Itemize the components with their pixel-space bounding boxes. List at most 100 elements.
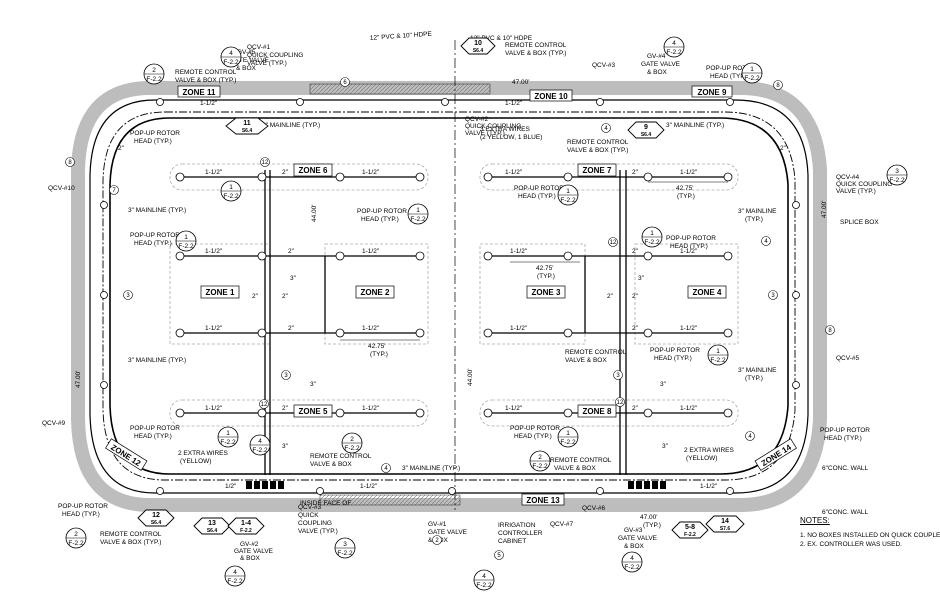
hex-detail-number: 12 [152, 512, 160, 519]
remote-control-callout: VALVE & BOX (TYP.) [505, 50, 566, 57]
spacing-dim: 44.00' [467, 368, 474, 386]
pipe-label: 1-1/2" [205, 325, 223, 332]
pipe-label: 1-1/2" [505, 169, 523, 176]
qcv-callout: QUICK COUPLING [465, 123, 521, 130]
valve-manifold-left [246, 481, 284, 489]
gate-valve-callout: GV-#4 [647, 53, 666, 60]
conc-wall-label: 6"CONC. WALL [822, 509, 869, 516]
detail-ref-sheet: F-2.2 [146, 76, 162, 83]
qcv-callout: VALVE (TYP.) [465, 130, 505, 137]
extra-wires-callout: 2 EXTRA WIRES [178, 450, 229, 457]
circled-numeral: 3 [126, 293, 130, 299]
spacing-dim: 42.75' [676, 185, 694, 192]
qcv-callout: VALVE (TYP.) [836, 188, 876, 195]
remote-control-callout: VALVE & BOX [565, 357, 607, 364]
gate-valve-callout: GV-#2 [240, 541, 259, 548]
mainline-label: 3" MAINLINE (TYP.) [128, 207, 186, 214]
pipe-label: 2" [632, 248, 639, 255]
circled-numeral: 7 [112, 188, 116, 194]
spacing-dim-typ: (TYP.) [643, 522, 661, 529]
gate-valve-callout: & BOX [624, 543, 645, 550]
detail-ref-sheet: F-2.2 [220, 439, 236, 446]
pipe-label: 1-1/2" [510, 325, 528, 332]
track-outer-band [71, 81, 827, 512]
zone-8-label: ZONE 8 [583, 407, 612, 416]
extra-wires-callout: 3 EXTRA WIRES [480, 126, 531, 133]
rotor-callout: HEAD (TYP.) [134, 138, 172, 145]
zone-4-label: ZONE 4 [693, 288, 722, 297]
detail-ref-number: 1 [229, 184, 233, 191]
detail-ref-number: 2 [538, 454, 542, 461]
pipe-label: 2" [282, 169, 289, 176]
pipe-label: 2" [632, 293, 639, 300]
extra-wires-callout: (2 YELLOW, 1 BLUE) [480, 134, 542, 141]
hex-detail-ref: F-2.2 [684, 532, 696, 538]
detail-ref-number: 3 [343, 541, 347, 548]
detail-ref-number: 4 [630, 555, 634, 562]
circled-numeral: 3 [616, 373, 620, 379]
qcv-callout: QUICK [298, 512, 319, 519]
detail-ref-number: 2 [74, 531, 78, 538]
zone-8-box [479, 399, 739, 427]
detail-ref-sheet: F-2.2 [644, 239, 660, 246]
gate-valve-callout: & BOX [647, 69, 668, 76]
detail-ref-number: 1 [184, 234, 188, 241]
zone-13-label: ZONE 13 [526, 496, 560, 505]
pipe-label: 3" [662, 443, 669, 450]
remote-control-callout: REMOTE CONTROL [565, 349, 627, 356]
hex-detail-number: 14 [721, 518, 729, 525]
hex-detail-ref: S6.4 [151, 520, 162, 526]
rotor-callout: HEAD (TYP.) [134, 433, 172, 440]
detail-ref-number: 3 [895, 168, 899, 175]
circled-numeral: 8 [68, 160, 72, 166]
rotor-callout: POP-UP ROTOR [58, 503, 108, 510]
note-1: 1. NO BOXES INSTALLED ON QUICK COUPLERS. [800, 532, 940, 539]
hex-detail-ref: F-2.2 [240, 528, 252, 534]
detail-ref-number: 1 [650, 230, 654, 237]
zone-1-label: ZONE 1 [206, 288, 235, 297]
remote-control-callout: REMOTE CONTROL [567, 139, 629, 146]
mainline-label: 3" MAINLINE [738, 367, 777, 374]
qcv-callout: COUPLING [298, 520, 332, 527]
pipe-label: 1-1/2" [362, 325, 380, 332]
pipe-label: 1/2" [225, 483, 237, 490]
detail-ref-sheet: F-2.2 [624, 564, 640, 571]
controller-callout: CABINET [498, 538, 526, 545]
hex-detail-ref: S6.4 [473, 48, 484, 54]
extra-wires-callout: (YELLOW) [686, 455, 717, 462]
hex-detail-ref: S7.6 [720, 526, 731, 532]
pipe-label: 2" [118, 145, 125, 152]
pipe-label: 1-1/2" [505, 405, 523, 412]
pipe-label: 1-1/2" [362, 169, 380, 176]
circled-numeral: 8 [776, 83, 780, 89]
qcv-callout: VALVE (TYP.) [247, 60, 287, 67]
detail-ref-sheet: F-2.2 [560, 439, 576, 446]
detail-ref-sheet: F-2.2 [560, 197, 576, 204]
controller-callout: IRRIGATION [498, 522, 536, 529]
remote-control-callout: REMOTE CONTROL [175, 69, 237, 76]
detail-ref-sheet: F-2.2 [344, 445, 360, 452]
gate-valve-callout: & BOX [236, 65, 257, 72]
valve-manifold-right [628, 481, 666, 489]
hex-detail-ref: S6.4 [641, 132, 652, 138]
inside-face-label: INSIDE FACE OF [300, 500, 351, 507]
hatched-strip-top [309, 83, 491, 95]
spacing-dim: 47.00' [75, 370, 82, 388]
mainline-label: (TYP.) [745, 375, 763, 382]
pipe-label: 3" [282, 443, 289, 450]
gate-valve-callout: GATE VALVE [641, 61, 681, 68]
detail-ref-number: 4 [233, 569, 237, 576]
detail-ref-sheet: F-2.2 [410, 216, 426, 223]
remote-control-callout: REMOTE CONTROL [550, 457, 612, 464]
rotor-callout: HEAD (TYP.) [670, 243, 708, 250]
detail-ref-number: 1 [566, 188, 570, 195]
mainline-label: (TYP.) [745, 216, 763, 223]
pipe-label: 2" [282, 293, 289, 300]
detail-ref-number: 4 [482, 573, 486, 580]
gate-valve-callout: GV-#1 [428, 521, 447, 528]
circled-numeral: 3 [771, 293, 775, 299]
pipe-label: 2" [632, 405, 639, 412]
detail-ref-sheet: F-2.2 [178, 243, 194, 250]
spacing-dim: 42.75' [536, 265, 554, 272]
detail-ref-number: 2 [350, 436, 354, 443]
